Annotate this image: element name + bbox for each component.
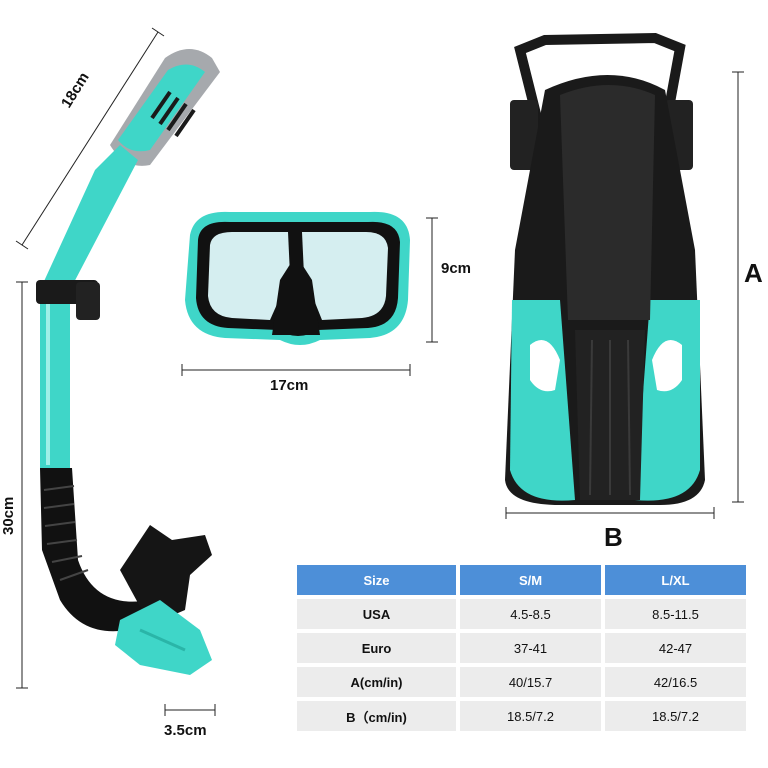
size-table-header-size: Size (297, 565, 456, 595)
cell-euro-sm: 37-41 (460, 633, 601, 663)
fin-length-label-a: A (744, 258, 763, 288)
cell-a-lxl: 42/16.5 (605, 667, 746, 697)
size-table-header-row: Size S/M L/XL (297, 565, 746, 595)
mouthpiece-width-dimension-label: 3.5cm (164, 722, 207, 739)
fin-width-label-b: B (604, 522, 623, 552)
row-label-b: B（cm/in) (297, 701, 456, 731)
row-label-usa: USA (297, 599, 456, 629)
snorkel-image (15, 27, 220, 716)
cell-a-sm: 40/15.7 (460, 667, 601, 697)
table-row: A(cm/in) 40/15.7 42/16.5 (297, 667, 746, 697)
mask-width-dimension-label: 17cm (270, 377, 309, 394)
fin-image (505, 32, 744, 519)
size-table-header-sm: S/M (460, 565, 601, 595)
size-chart-table: Size S/M L/XL USA 4.5-8.5 8.5-11.5 Euro … (293, 561, 750, 735)
snorkel-length-dimension-label: 30cm (0, 496, 17, 535)
cell-euro-lxl: 42-47 (605, 633, 746, 663)
row-label-a: A(cm/in) (297, 667, 456, 697)
size-table-header-lxl: L/XL (605, 565, 746, 595)
table-row: B（cm/in) 18.5/7.2 18.5/7.2 (297, 701, 746, 731)
row-label-euro: Euro (297, 633, 456, 663)
cell-usa-sm: 4.5-8.5 (460, 599, 601, 629)
mask-height-dimension-label: 9cm (441, 260, 472, 277)
table-row: USA 4.5-8.5 8.5-11.5 (297, 599, 746, 629)
table-row: Euro 37-41 42-47 (297, 633, 746, 663)
cell-b-sm: 18.5/7.2 (460, 701, 601, 731)
mask-image (181, 211, 438, 376)
cell-usa-lxl: 8.5-11.5 (605, 599, 746, 629)
cell-b-lxl: 18.5/7.2 (605, 701, 746, 731)
